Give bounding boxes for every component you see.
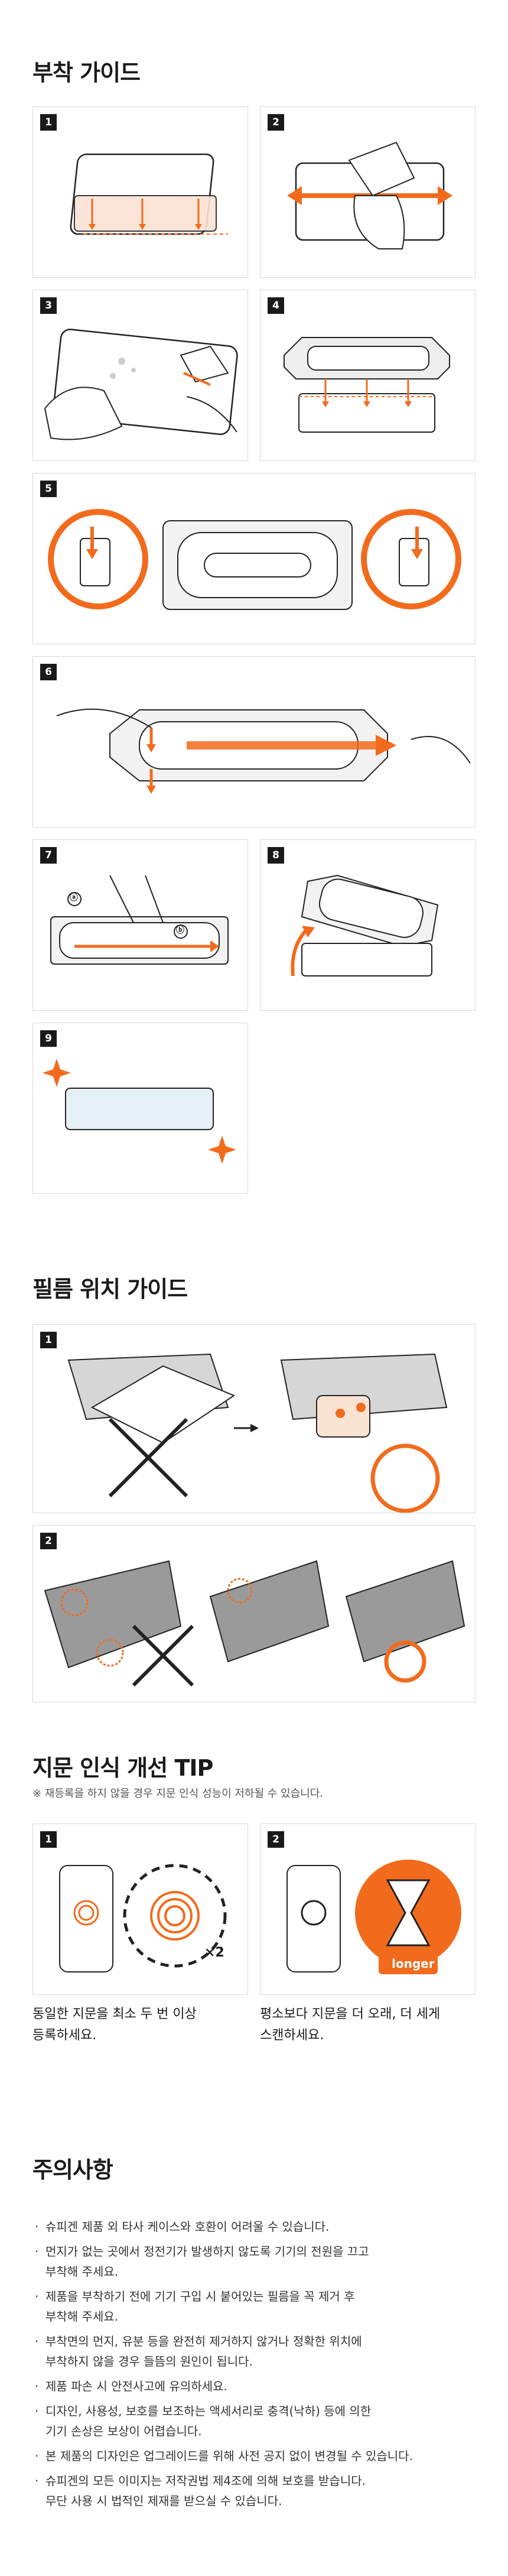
press-bubbles-illustration — [50, 875, 229, 965]
caution-item: 제품을 부착하기 전에 기기 구입 시 붙어있는 필름을 꼭 제거 후 부착해 … — [32, 2286, 481, 2327]
longer-badge: longer — [392, 1957, 435, 1971]
frame-lock-illustration — [48, 509, 461, 610]
caution-item: 먼지가 없는 곳에서 정전기가 발생하지 않도록 기기의 전원을 끄고 부착해 … — [32, 2241, 481, 2282]
caution-list: 슈피겐 제품 외 타사 케이스와 호환이 어려울 수 있습니다. 먼지가 없는 … — [32, 2217, 481, 2516]
step-number: 2 — [268, 114, 284, 131]
remove-frame-illustration — [291, 874, 439, 976]
step-number: 3 — [40, 297, 57, 314]
caution-item: 디자인, 사용성, 보호를 보조하는 액세서리로 충격(낙하) 등에 의한 기기… — [32, 2401, 481, 2441]
step-number: 1 — [40, 1332, 57, 1348]
step-number: 2 — [40, 1533, 57, 1549]
fingerprint-step-1: 1 ×2 — [32, 1824, 248, 1995]
position-guide-title: 필름 위치 가이드 — [32, 1276, 188, 1302]
frame-place-illustration — [284, 337, 450, 433]
step-number: 6 — [40, 664, 57, 680]
label-a: ⓐ — [70, 893, 78, 903]
attach-step-4: 4 — [260, 290, 476, 461]
x2-badge: ×2 — [204, 1945, 224, 1960]
attach-step-7: 7 ⓐ ⓑ — [32, 839, 248, 1011]
caution-item: 본 제품의 디자인은 업그레이드를 위해 사전 공지 없이 변경될 수 있습니다… — [32, 2446, 481, 2466]
step-number: 2 — [268, 1831, 284, 1848]
dust-sticker-illustration — [44, 329, 238, 440]
wipe-screen-illustration — [287, 141, 452, 249]
fingerprint-step-2: 2 longer — [260, 1824, 476, 1995]
attach-step-2: 2 — [260, 106, 476, 278]
caution-title: 주의사항 — [32, 2157, 113, 2183]
press-longer-illustration — [286, 1860, 461, 1974]
step-number: 7 — [40, 847, 57, 864]
fingerprint-note: ※ 재등록을 하지 않을 경우 지문 인식 성능이 저하될 수 있습니다. — [32, 1787, 324, 1800]
position-step-2: 2 — [32, 1525, 476, 1702]
attach-step-1: 1 — [32, 106, 248, 278]
attach-step-9: 9 — [32, 1023, 248, 1194]
step-number: 1 — [40, 1831, 57, 1848]
fingerprint-caption-1: 동일한 지문을 최소 두 번 이상 등록하세요. — [32, 2007, 197, 2043]
step-number: 9 — [40, 1030, 57, 1047]
label-b: ⓑ — [176, 926, 184, 935]
position-step-1: 1 — [32, 1324, 476, 1513]
step-number: 1 — [40, 114, 57, 131]
attach-guide-title: 부착 가이드 — [32, 60, 141, 86]
corner-align-illustration — [44, 1560, 465, 1687]
caution-item: 슈피겐 제품 외 타사 케이스와 호환이 어려울 수 있습니다. — [32, 2217, 481, 2237]
attach-step-5: 5 — [32, 473, 476, 644]
attach-step-6: 6 — [32, 656, 476, 828]
caution-item: 제품 파손 시 안전사고에 유의하세요. — [32, 2376, 481, 2396]
phone-film-illustration — [70, 153, 228, 235]
step-number: 5 — [40, 481, 57, 497]
attach-step-8: 8 — [260, 839, 476, 1011]
fingerprint-caption-2: 평소보다 지문을 더 오래, 더 세게 스캔하세요. — [260, 2007, 441, 2043]
done-illustration — [43, 1059, 236, 1164]
fingerprint-tip-title: 지문 인식 개선 TIP — [32, 1755, 213, 1781]
step-number: 8 — [268, 847, 284, 864]
peel-tab-illustration — [56, 708, 471, 794]
wrong-right-position-illustration — [67, 1353, 448, 1513]
attach-step-3: 3 — [32, 290, 248, 461]
register-twice-illustration — [59, 1864, 227, 1972]
caution-item: 부착면의 먼지, 유분 등을 완전히 제거하지 않거나 정확한 위치에 부착하지… — [32, 2331, 481, 2371]
step-number: 4 — [268, 297, 284, 314]
caution-item: 슈피겐의 모든 이미지는 저작권법 제4조에 의해 보호를 받습니다. 무단 사… — [32, 2471, 481, 2511]
